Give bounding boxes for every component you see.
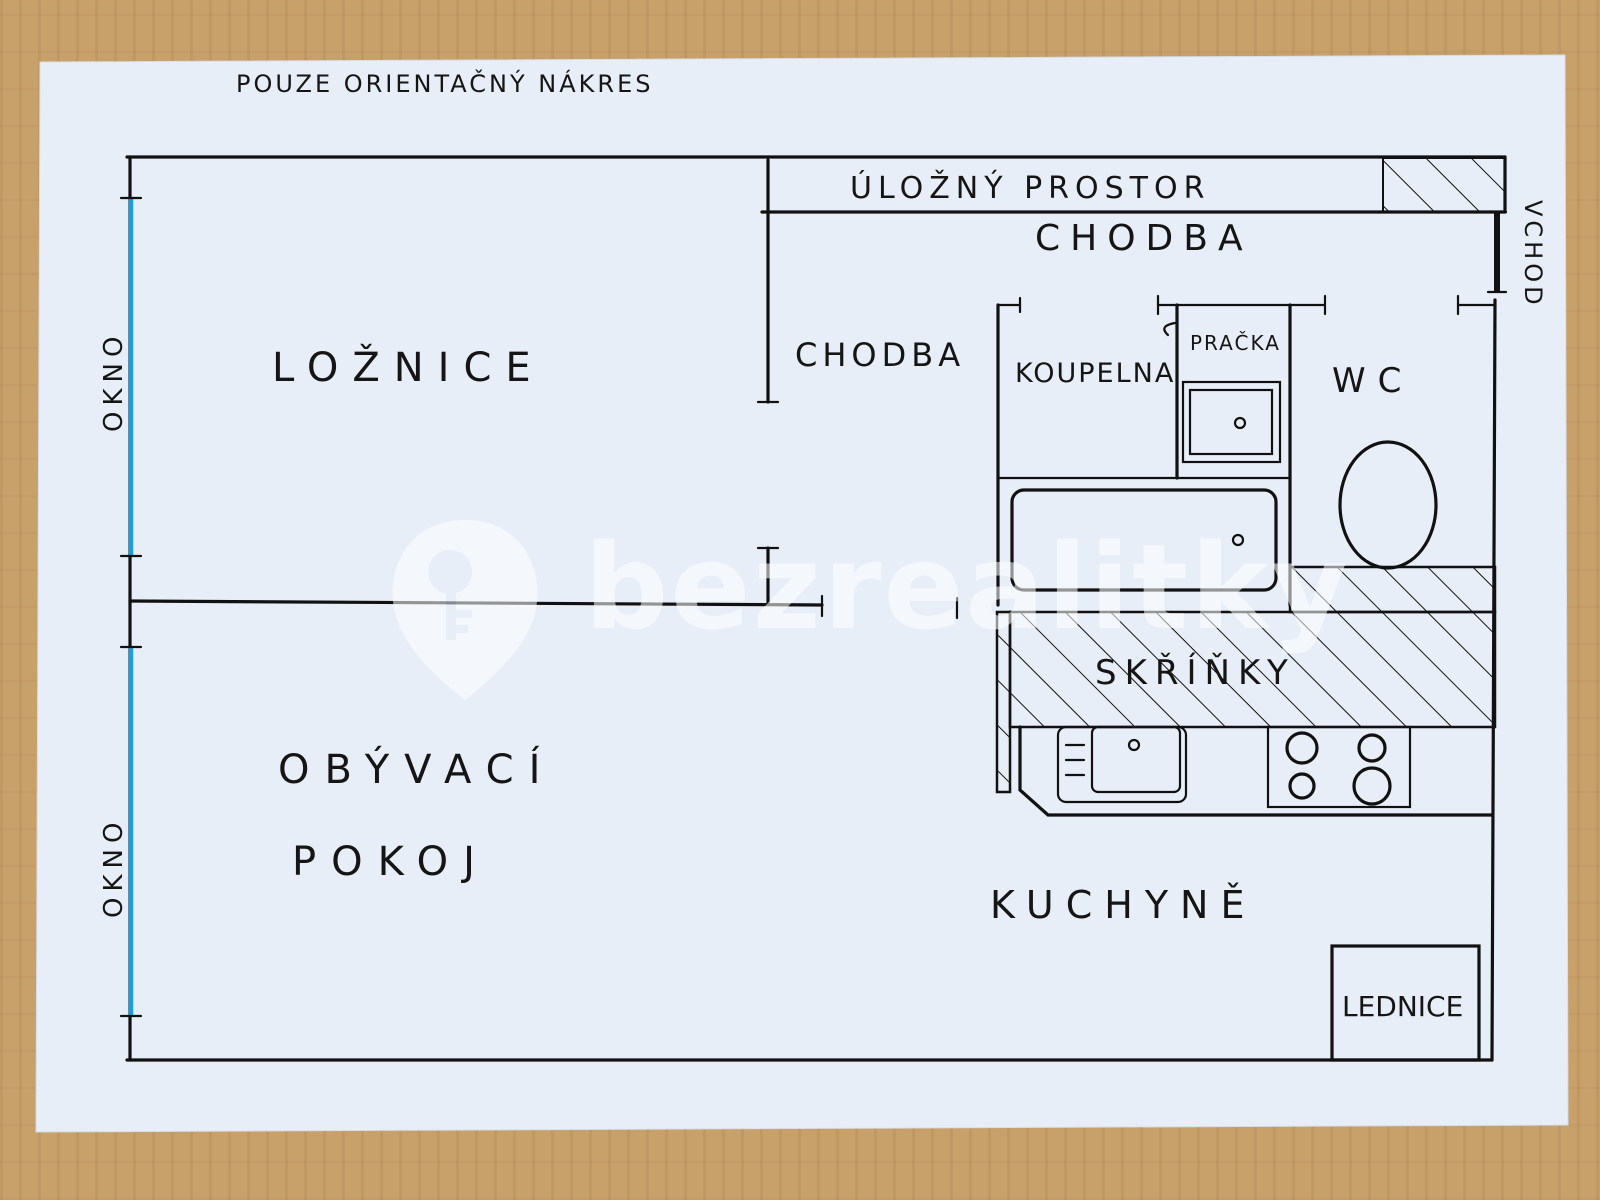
bedroom-label: LOŽNICE (272, 343, 545, 391)
stove-burner-3 (1288, 772, 1316, 800)
washing-machine-inner (1188, 388, 1274, 456)
window-label-lower: OKNO (99, 817, 129, 918)
storage-label: ÚLOŽNÝ PROSTOR (850, 169, 1210, 206)
washer-arrow (1163, 321, 1177, 337)
note-text: POUZE ORIENTAČNÝ NÁKRES (236, 68, 653, 98)
corridor-top-label: CHODBA (1035, 218, 1253, 259)
entrance-label: VCHOD (1519, 200, 1547, 309)
kitchen-sink-drain (1127, 738, 1141, 752)
watermark: bezrealitky (392, 518, 1350, 700)
bathtub-drain (1231, 533, 1245, 547)
kitchen-sink-basin (1090, 725, 1182, 794)
stove (1266, 725, 1412, 809)
cabinets-label: SKŘÍŇKY (1095, 652, 1296, 693)
cabinets-hatch (1008, 610, 1497, 729)
window-label-upper: OKNO (99, 331, 129, 432)
washing-machine-knob (1233, 416, 1247, 430)
kitchen-label: KUCHYNĚ (990, 883, 1256, 927)
cabinet-left-hatch (995, 610, 1012, 794)
watermark-brand: bezrealitky (584, 518, 1350, 656)
washer-label: PRAČKA (1190, 331, 1281, 355)
bathroom-label: KOUPELNA (1015, 358, 1175, 389)
location-key-icon (392, 520, 538, 700)
fridge (1330, 944, 1481, 1062)
storage-hatch (1382, 157, 1506, 213)
living-room-label-line2: POKOJ (292, 839, 490, 885)
living-room-label-line1: OBÝVACÍ (278, 745, 555, 793)
kitchen-counter (1018, 725, 1494, 817)
fridge-label: LEDNICE (1342, 990, 1463, 1023)
toilet-tank-hatch (1288, 565, 1497, 614)
stove-burner-2 (1357, 733, 1387, 763)
corridor-left-label: CHODBA (795, 336, 965, 374)
bathtub (1010, 488, 1278, 592)
wc-label: WC (1332, 361, 1413, 401)
paper-sheet (35, 54, 1569, 1133)
washing-machine (1181, 380, 1282, 464)
stove-burner-1 (1285, 731, 1319, 765)
stove-burner-4 (1352, 766, 1392, 806)
